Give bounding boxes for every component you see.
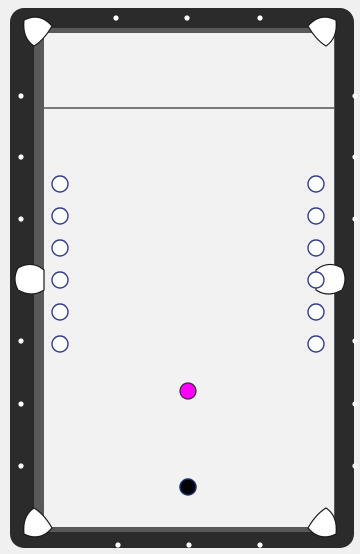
table-felt[interactable] (44, 33, 334, 527)
target-marker-right[interactable] (308, 336, 324, 352)
target-marker-left[interactable] (52, 304, 68, 320)
rail-diamond (18, 93, 23, 98)
target-marker-left[interactable] (52, 176, 68, 192)
rail-diamond (18, 154, 23, 159)
target-marker-left[interactable] (52, 336, 68, 352)
cue-ball[interactable] (180, 479, 196, 495)
rail-diamond (352, 154, 357, 159)
rail-diamond (257, 542, 262, 547)
rail-diamond (18, 338, 23, 343)
target-marker-left[interactable] (52, 240, 68, 256)
target-marker-left[interactable] (52, 272, 68, 288)
rail-diamond (257, 15, 262, 20)
target-marker-right[interactable] (308, 208, 324, 224)
target-marker-right[interactable] (308, 176, 324, 192)
target-marker-right[interactable] (308, 272, 324, 288)
rail-diamond (352, 216, 357, 221)
object-ball[interactable] (180, 383, 196, 399)
rail-diamond (18, 463, 23, 468)
rail-diamond (352, 338, 357, 343)
rail-diamond (184, 15, 189, 20)
rail-diamond (352, 401, 357, 406)
target-marker-right[interactable] (308, 240, 324, 256)
rail-diamond (352, 93, 357, 98)
rail-diamond (18, 401, 23, 406)
rail-diamond (18, 216, 23, 221)
rail-diamond (115, 542, 120, 547)
pocket-middle-left (15, 264, 44, 294)
rail-diamond (186, 542, 191, 547)
target-marker-right[interactable] (308, 304, 324, 320)
target-marker-left[interactable] (52, 208, 68, 224)
rail-diamond (352, 463, 357, 468)
rail-diamond (113, 15, 118, 20)
